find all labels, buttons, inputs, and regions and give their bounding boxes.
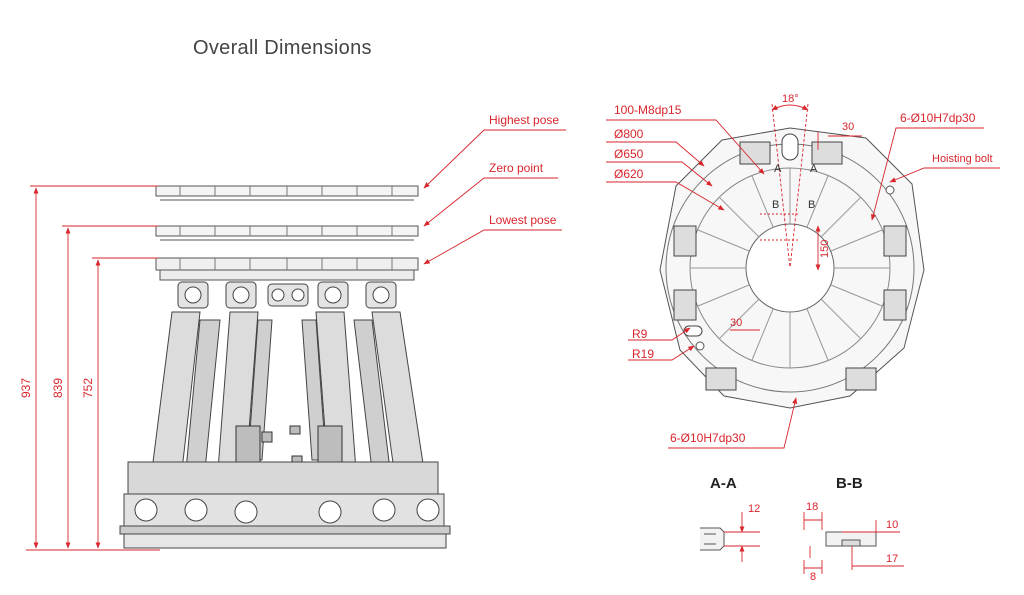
label-d800: Ø800 bbox=[614, 127, 644, 141]
page-title: Overall Dimensions bbox=[193, 37, 372, 59]
section-aa-title: A-A bbox=[710, 475, 737, 492]
section-bb bbox=[825, 531, 877, 547]
dim-aa-12: 12 bbox=[748, 503, 760, 515]
label-lowest-pose: Lowest pose bbox=[489, 213, 557, 227]
section-aa bbox=[700, 527, 725, 551]
base-assembly bbox=[119, 461, 451, 549]
label-zero-point: Zero point bbox=[489, 161, 544, 175]
dim-bb-18: 18 bbox=[806, 501, 818, 513]
label-r9: R9 bbox=[632, 327, 648, 341]
section-mark-b1: B bbox=[772, 199, 779, 211]
dim-bb-10: 10 bbox=[886, 519, 898, 531]
angle-label: 18° bbox=[782, 93, 799, 105]
label-hoisting-bolt: Hoisting bolt bbox=[932, 153, 993, 165]
label-pin-top: 6-Ø10H7dp30 bbox=[900, 111, 976, 125]
upper-joints bbox=[177, 281, 397, 309]
section-mark-b2: B bbox=[808, 199, 815, 211]
height-752: 752 bbox=[81, 378, 95, 398]
dim-bb-8: 8 bbox=[810, 571, 816, 583]
top-dimensions bbox=[606, 103, 1000, 449]
side-dimensions bbox=[26, 129, 566, 551]
actuator-legs bbox=[151, 311, 425, 471]
section-mark-a2: A bbox=[810, 163, 818, 175]
label-holes: 100-M8dp15 bbox=[614, 103, 682, 117]
dim-30-top: 30 bbox=[842, 121, 854, 133]
height-937: 937 bbox=[19, 378, 33, 398]
label-r19: R19 bbox=[632, 347, 654, 361]
dim-30-mid: 30 bbox=[730, 317, 742, 329]
height-839: 839 bbox=[51, 378, 65, 398]
top-view bbox=[659, 127, 925, 409]
section-bb-title: B-B bbox=[836, 475, 863, 492]
section-mark-a1: A bbox=[774, 163, 782, 175]
label-d620: Ø620 bbox=[614, 167, 644, 181]
dim-bb-17: 17 bbox=[886, 553, 898, 565]
dim-150: 150 bbox=[819, 240, 831, 258]
label-pin-bottom: 6-Ø10H7dp30 bbox=[670, 431, 746, 445]
side-view bbox=[119, 185, 451, 549]
label-d650: Ø650 bbox=[614, 147, 644, 161]
label-highest-pose: Highest pose bbox=[489, 113, 559, 127]
